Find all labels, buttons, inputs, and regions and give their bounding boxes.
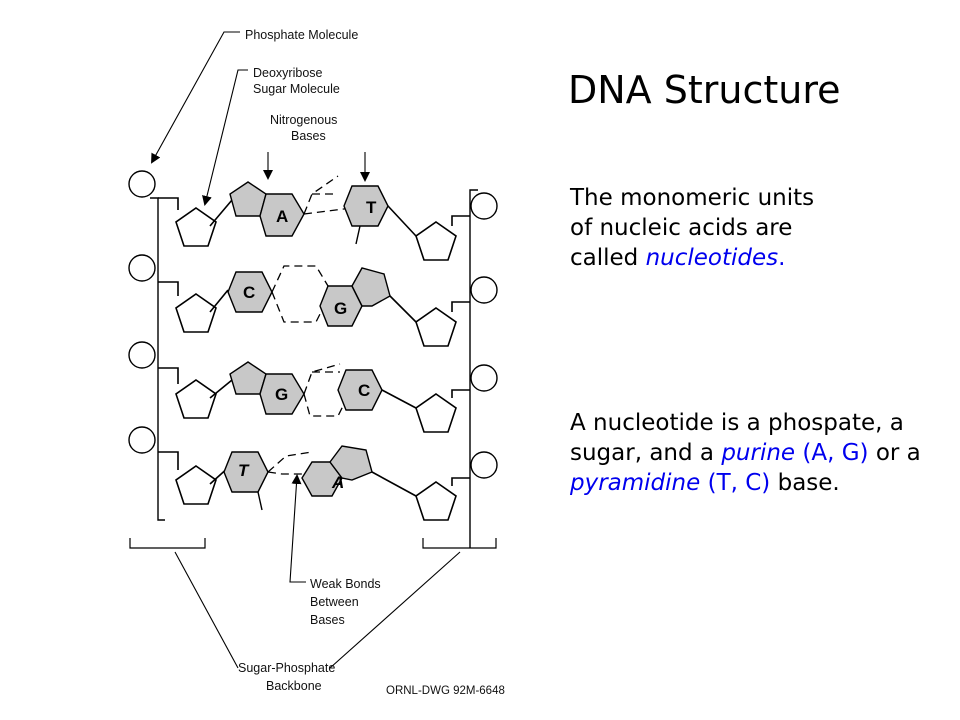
base-pair-1: A T [209,175,417,245]
paragraph-text: base. [777,470,840,496]
base-letter-left: T [238,461,250,480]
base-pair-4: T A [209,445,417,511]
label-phosphate: Phosphate Molecule [245,28,358,42]
label-weak-line1: Weak Bonds [310,577,381,591]
phosphate-circle [470,276,498,304]
sugar-pentagon [175,465,217,505]
base-letter-left: C [243,283,255,302]
callout-lines [151,31,461,669]
paragraph-period: . [778,245,786,271]
base-letter-left: G [275,385,288,404]
sugar-pentagon [415,221,457,261]
base-letter-right: C [358,381,370,400]
purine-bases: (A, G) [802,440,869,466]
label-bases-line1: Nitrogenous [270,113,337,127]
label-sugar-line1: Deoxyribose [253,66,323,80]
label-weak-line2: Between [310,595,359,609]
sugar-pentagon [415,393,457,433]
label-sugar-line2: Sugar Molecule [253,82,340,96]
base-letter-right: A [331,473,344,492]
backbone-brackets [129,538,497,549]
phosphate-circle [128,341,156,369]
term-nucleotides: nucleotides [645,245,779,271]
term-purine: purine [721,440,796,466]
paragraph-text: The monomeric units of nucleic acids are… [570,185,815,271]
dna-diagram: Phosphate Molecule Deoxyribose Sugar Mol… [128,28,505,697]
slide-title: DNA Structure [568,68,841,112]
label-bases-line2: Bases [291,129,326,143]
paragraph-nucleotide-definition: A nucleotide is a phospate, a sugar, and… [570,408,950,498]
label-backbone-line2: Backbone [266,679,322,693]
right-phosphates [470,192,498,479]
phosphate-circle [128,170,156,198]
base-pair-3: G C [209,361,417,417]
term-pyrimidine: pyramidine [570,470,701,496]
sugar-pentagon [175,207,217,247]
right-backbone [469,189,478,548]
label-backbone-line1: Sugar-Phosphate [238,661,335,675]
phosphate-circle [470,451,498,479]
paragraph-nucleotides: The monomeric units of nucleic acids are… [570,183,820,273]
phosphate-circle [470,364,498,392]
label-weak-line3: Bases [310,613,345,627]
left-phosphates [128,170,156,454]
paragraph-text: A nucleotide is a phospate, a sugar, and… [570,410,904,466]
sugar-pentagon [175,379,217,419]
sugar-pentagon [415,481,457,521]
paragraph-text: or a [875,440,921,466]
pyrimidine-bases: (T, C) [707,470,771,496]
base-letter-right: T [366,198,377,217]
base-pair-2: C G [209,265,417,327]
credit-text: ORNL-DWG 92M-6648 [386,685,505,697]
phosphate-circle [128,426,156,454]
sugar-pentagon [175,293,217,333]
left-sugars [158,197,217,505]
sugar-pentagon [415,307,457,347]
base-letter-right: G [334,299,347,318]
left-backbone [150,197,165,521]
right-sugars [415,215,470,521]
phosphate-circle [128,254,156,282]
base-letter-left: A [276,207,288,226]
phosphate-circle [470,192,498,220]
